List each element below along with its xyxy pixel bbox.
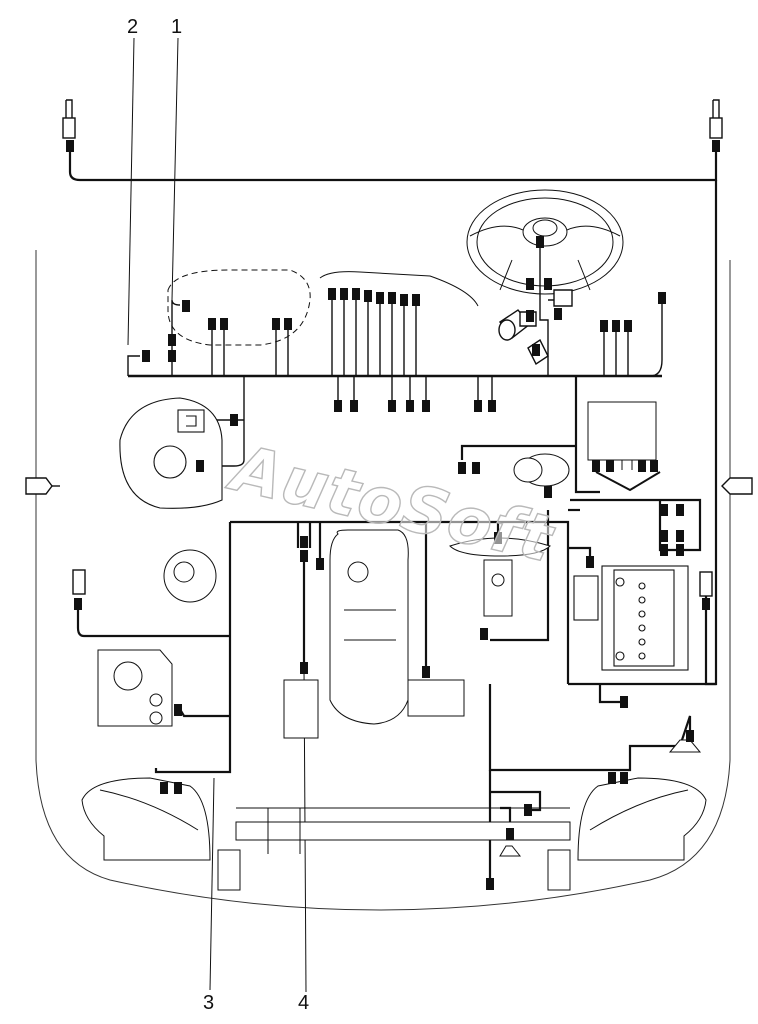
rear-left-lamp-icon <box>62 99 76 153</box>
right-mirror-icon <box>721 477 753 495</box>
body-outline <box>35 250 731 911</box>
leader-line-3 <box>209 777 215 991</box>
callout-3: 3 <box>203 992 215 1014</box>
callout-2: 2 <box>127 16 139 38</box>
horn-icon <box>499 739 702 857</box>
leader-line-2 <box>127 37 135 346</box>
front-sensor-icon <box>72 569 713 597</box>
battery-icon <box>573 565 689 671</box>
callout-1: 1 <box>171 16 183 38</box>
right-headlamp-icon <box>547 777 707 891</box>
radiator-icon <box>235 807 571 854</box>
heater-blower-icon <box>119 397 223 509</box>
callout-4: 4 <box>298 992 310 1014</box>
rear-right-lamp-icon <box>709 99 723 153</box>
brake-booster-icon <box>449 453 570 617</box>
fuse-box-icon <box>587 401 661 492</box>
leader-line-1 <box>171 37 179 301</box>
left-headlamp-icon <box>81 777 241 891</box>
switch-panel-outline <box>319 271 479 307</box>
dashboard-harness <box>127 244 663 467</box>
engine-block-icon <box>283 529 465 739</box>
steering-wheel-icon <box>466 189 624 295</box>
abs-unit-icon <box>97 549 217 727</box>
instrument-cluster-outline <box>167 269 311 346</box>
left-mirror-icon <box>25 477 60 495</box>
